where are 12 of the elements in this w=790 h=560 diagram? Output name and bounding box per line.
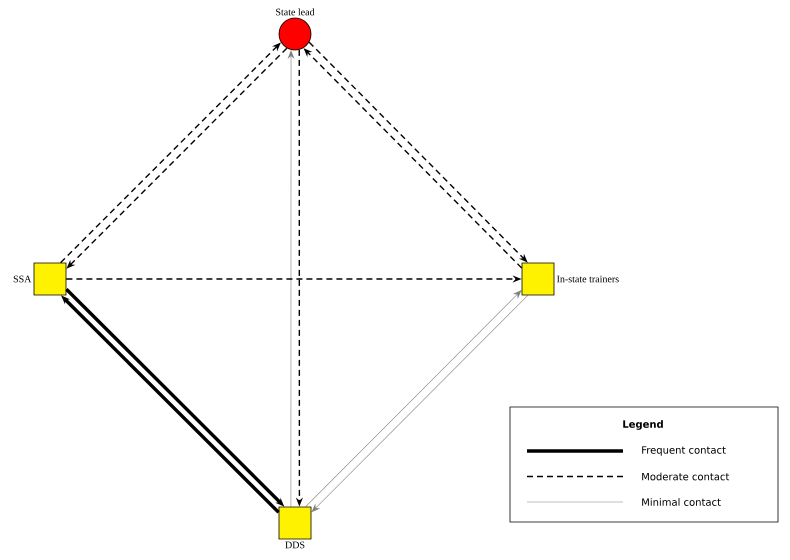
- legend-text: Frequent contact: [642, 446, 726, 456]
- square-node: [14, 262, 66, 296]
- node-label: In-state trainers: [556, 276, 619, 282]
- node-label: SSA: [14, 276, 32, 282]
- circle-node: [276, 8, 314, 50]
- square-node: [278, 506, 312, 548]
- square-node: [522, 262, 619, 296]
- legend-text: Moderate contact: [642, 472, 730, 480]
- node-label: DDS: [285, 542, 304, 548]
- legend-title: Legend: [623, 420, 663, 430]
- legend-text: Minimal contact: [642, 498, 721, 506]
- node-label: State lead: [276, 8, 314, 16]
